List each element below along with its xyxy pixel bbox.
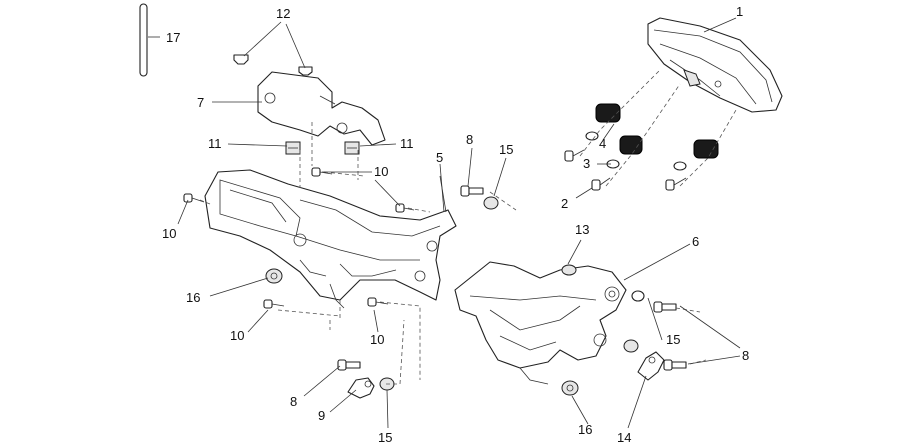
part-5-bar: [439, 175, 447, 213]
callout-17: 17: [166, 30, 180, 45]
callout-15-right: 15: [666, 332, 680, 347]
callout-9: 9: [318, 408, 325, 423]
callout-6: 6: [692, 234, 699, 249]
callout-5: 5: [436, 150, 443, 165]
callout-14: 14: [617, 430, 631, 445]
callout-11-right: 11: [400, 136, 414, 151]
callout-16-left: 16: [186, 290, 200, 305]
left-bracket-assembly: [204, 169, 457, 309]
callout-15-top: 15: [499, 142, 513, 157]
callout-3: 3: [583, 156, 590, 171]
part-17-rod: [139, 3, 148, 77]
callout-1: 1: [736, 4, 743, 19]
callout-8-bottom: 8: [290, 394, 297, 409]
callout-10-left: 10: [162, 226, 176, 241]
callout-15-bottom: 15: [378, 430, 392, 445]
part-10-screws: [183, 167, 415, 309]
callout-13: 13: [575, 222, 589, 237]
callout-4: 4: [599, 136, 606, 151]
part-7-cover: [257, 71, 386, 146]
part-14-clamp: [637, 351, 665, 381]
callout-10-bottom-left: 10: [230, 328, 244, 343]
part-6-right-bracket: [454, 261, 627, 385]
part-9-clamp: [347, 377, 375, 399]
part-16-nuts: [265, 268, 579, 396]
callout-8-right: 8: [742, 348, 749, 363]
callout-12: 12: [276, 6, 290, 21]
callout-11-left: 11: [208, 136, 222, 151]
callout-10-bottom: 10: [370, 332, 384, 347]
callout-10-top: 10: [374, 164, 388, 179]
part-12-screws: [233, 54, 313, 76]
callout-7: 7: [197, 95, 204, 110]
part-1-instrument-cluster: [647, 17, 783, 113]
callout-8-top: 8: [466, 132, 473, 147]
callout-numbers: 17 12 7 11 11 10 10 5 8 15 1 4 3 2 13 6 …: [162, 4, 749, 445]
part-13-cap: [561, 264, 577, 276]
leader-lines: [148, 17, 741, 429]
part-4-grommets: [595, 103, 719, 159]
callout-16-bottom: 16: [578, 422, 592, 437]
part-2-screws: [564, 149, 687, 191]
part-11-clips: [285, 141, 360, 155]
callout-2: 2: [561, 196, 568, 211]
part-8-bolts: [337, 185, 687, 371]
part-3-washers: [585, 131, 687, 171]
